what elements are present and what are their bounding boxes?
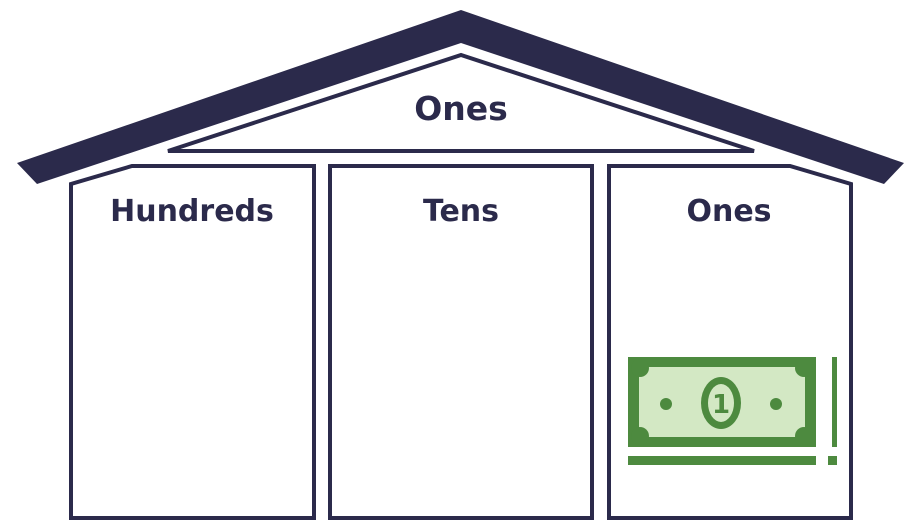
roof-label: Ones xyxy=(414,89,508,128)
column-label-hundreds: Hundreds xyxy=(110,194,274,229)
column-label-ones: Ones xyxy=(686,194,771,229)
bill-denomination: 1 xyxy=(712,390,730,420)
column-label-tens: Tens xyxy=(423,194,499,229)
